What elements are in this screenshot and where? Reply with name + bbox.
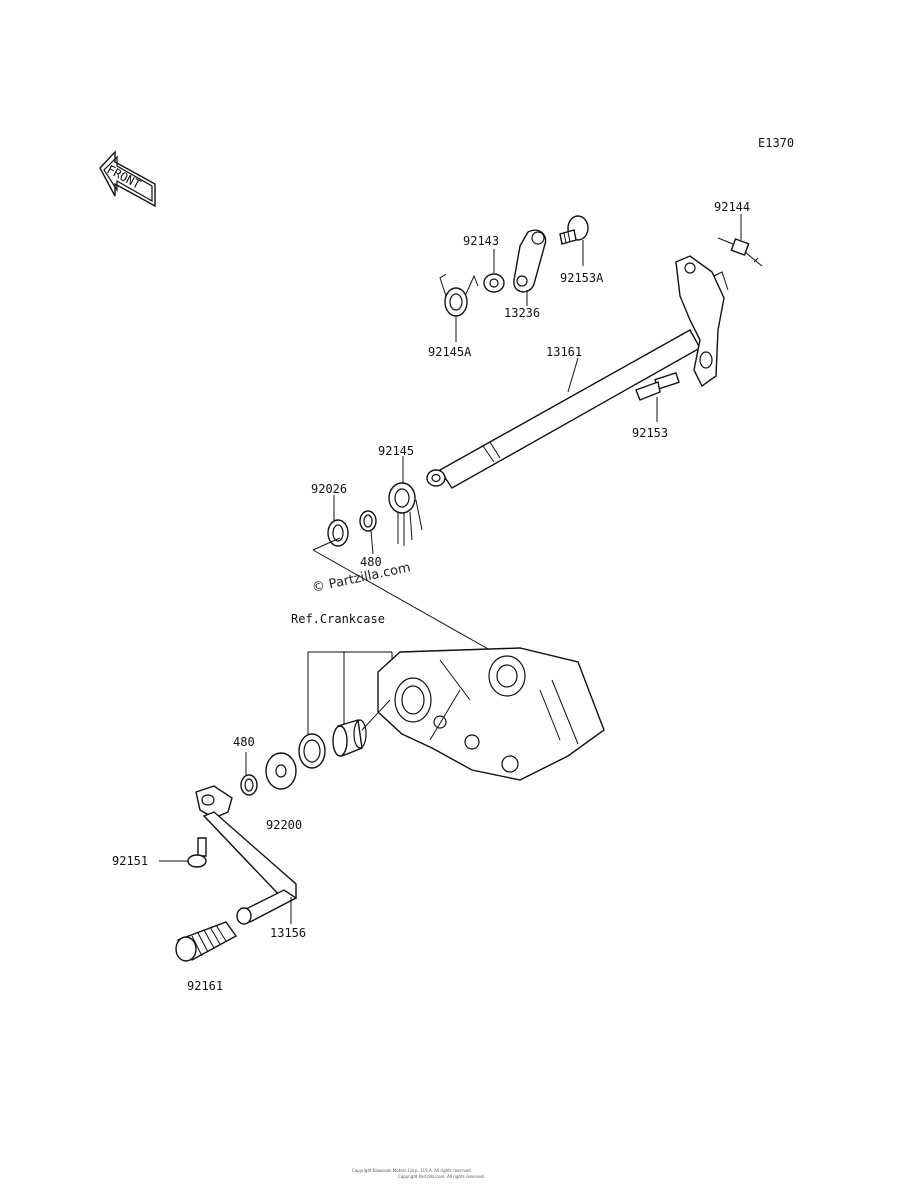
part-92200-icon	[265, 752, 297, 790]
label-13156: 13156	[270, 926, 306, 940]
label-480-upper: 480	[360, 555, 382, 569]
part-92143-icon	[483, 273, 505, 293]
label-92143: 92143	[463, 234, 499, 248]
crankcase-label: Ref.Crankcase	[291, 612, 385, 626]
footer-line-2: Copyright Partzilla.com. All rights rese…	[398, 1174, 485, 1179]
needle-bearing-icon	[332, 719, 367, 757]
part-480-circlip-lower-icon	[240, 774, 258, 796]
label-92153A: 92153A	[560, 271, 604, 285]
part-92161-icon	[175, 921, 238, 962]
label-92161: 92161	[187, 979, 223, 993]
part-92145-icon	[388, 482, 423, 546]
part-13156-icon	[195, 785, 298, 925]
label-92200: 92200	[266, 818, 302, 832]
label-92153: 92153	[632, 426, 668, 440]
label-13161: 13161	[546, 345, 582, 359]
part-480-circlip-upper-icon	[359, 510, 377, 532]
label-92151: 92151	[112, 854, 148, 868]
part-92153A-icon	[559, 215, 589, 245]
label-13236: 13236	[504, 306, 540, 320]
label-92145A: 92145A	[428, 345, 472, 359]
label-480-lower: 480	[233, 735, 255, 749]
oil-seal-icon	[298, 733, 326, 769]
label-92026: 92026	[311, 482, 347, 496]
part-92153-icon	[635, 371, 680, 401]
front-arrow-icon: FRONT	[99, 150, 156, 208]
part-92144-icon	[717, 237, 763, 267]
label-92144: 92144	[714, 200, 750, 214]
part-13236-icon	[513, 229, 547, 293]
part-92151-icon	[187, 837, 207, 868]
part-92145A-icon	[439, 273, 479, 317]
part-13161-icon	[426, 255, 729, 489]
crankcase-icon	[377, 647, 605, 781]
footer-line-1: Copyright Kawasaki Motors Corp., U.S.A. …	[352, 1168, 472, 1173]
part-92026-icon	[327, 519, 349, 547]
label-92145: 92145	[378, 444, 414, 458]
diagram-code: E1370	[758, 136, 794, 150]
